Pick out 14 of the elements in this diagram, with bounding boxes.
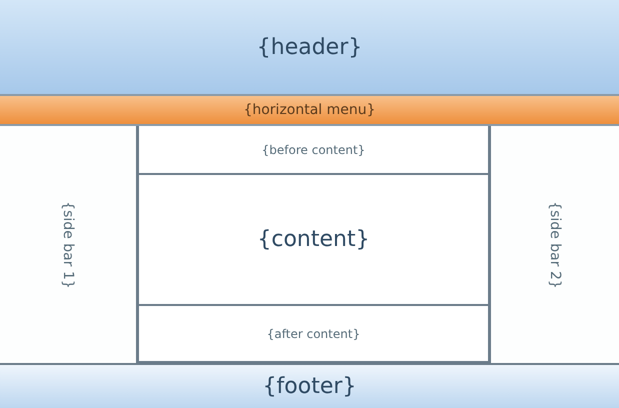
content-section: [136, 306, 491, 363]
section-label: {header}: [256, 34, 362, 60]
section-label: {before content}: [262, 142, 366, 156]
section-label: {footer}: [262, 374, 356, 399]
section-label: {side bar 1}: [60, 200, 76, 288]
section-label: {after content}: [266, 326, 360, 340]
menu-bar: [0, 96, 619, 126]
section-label: {side bar 2}: [547, 200, 563, 288]
header-band: [0, 0, 619, 96]
content-area: [136, 175, 491, 306]
section-label: {horizontal menu}: [243, 102, 376, 118]
content-section: [136, 126, 491, 175]
footer-band: [0, 363, 619, 408]
section-label: {content}: [257, 227, 370, 252]
